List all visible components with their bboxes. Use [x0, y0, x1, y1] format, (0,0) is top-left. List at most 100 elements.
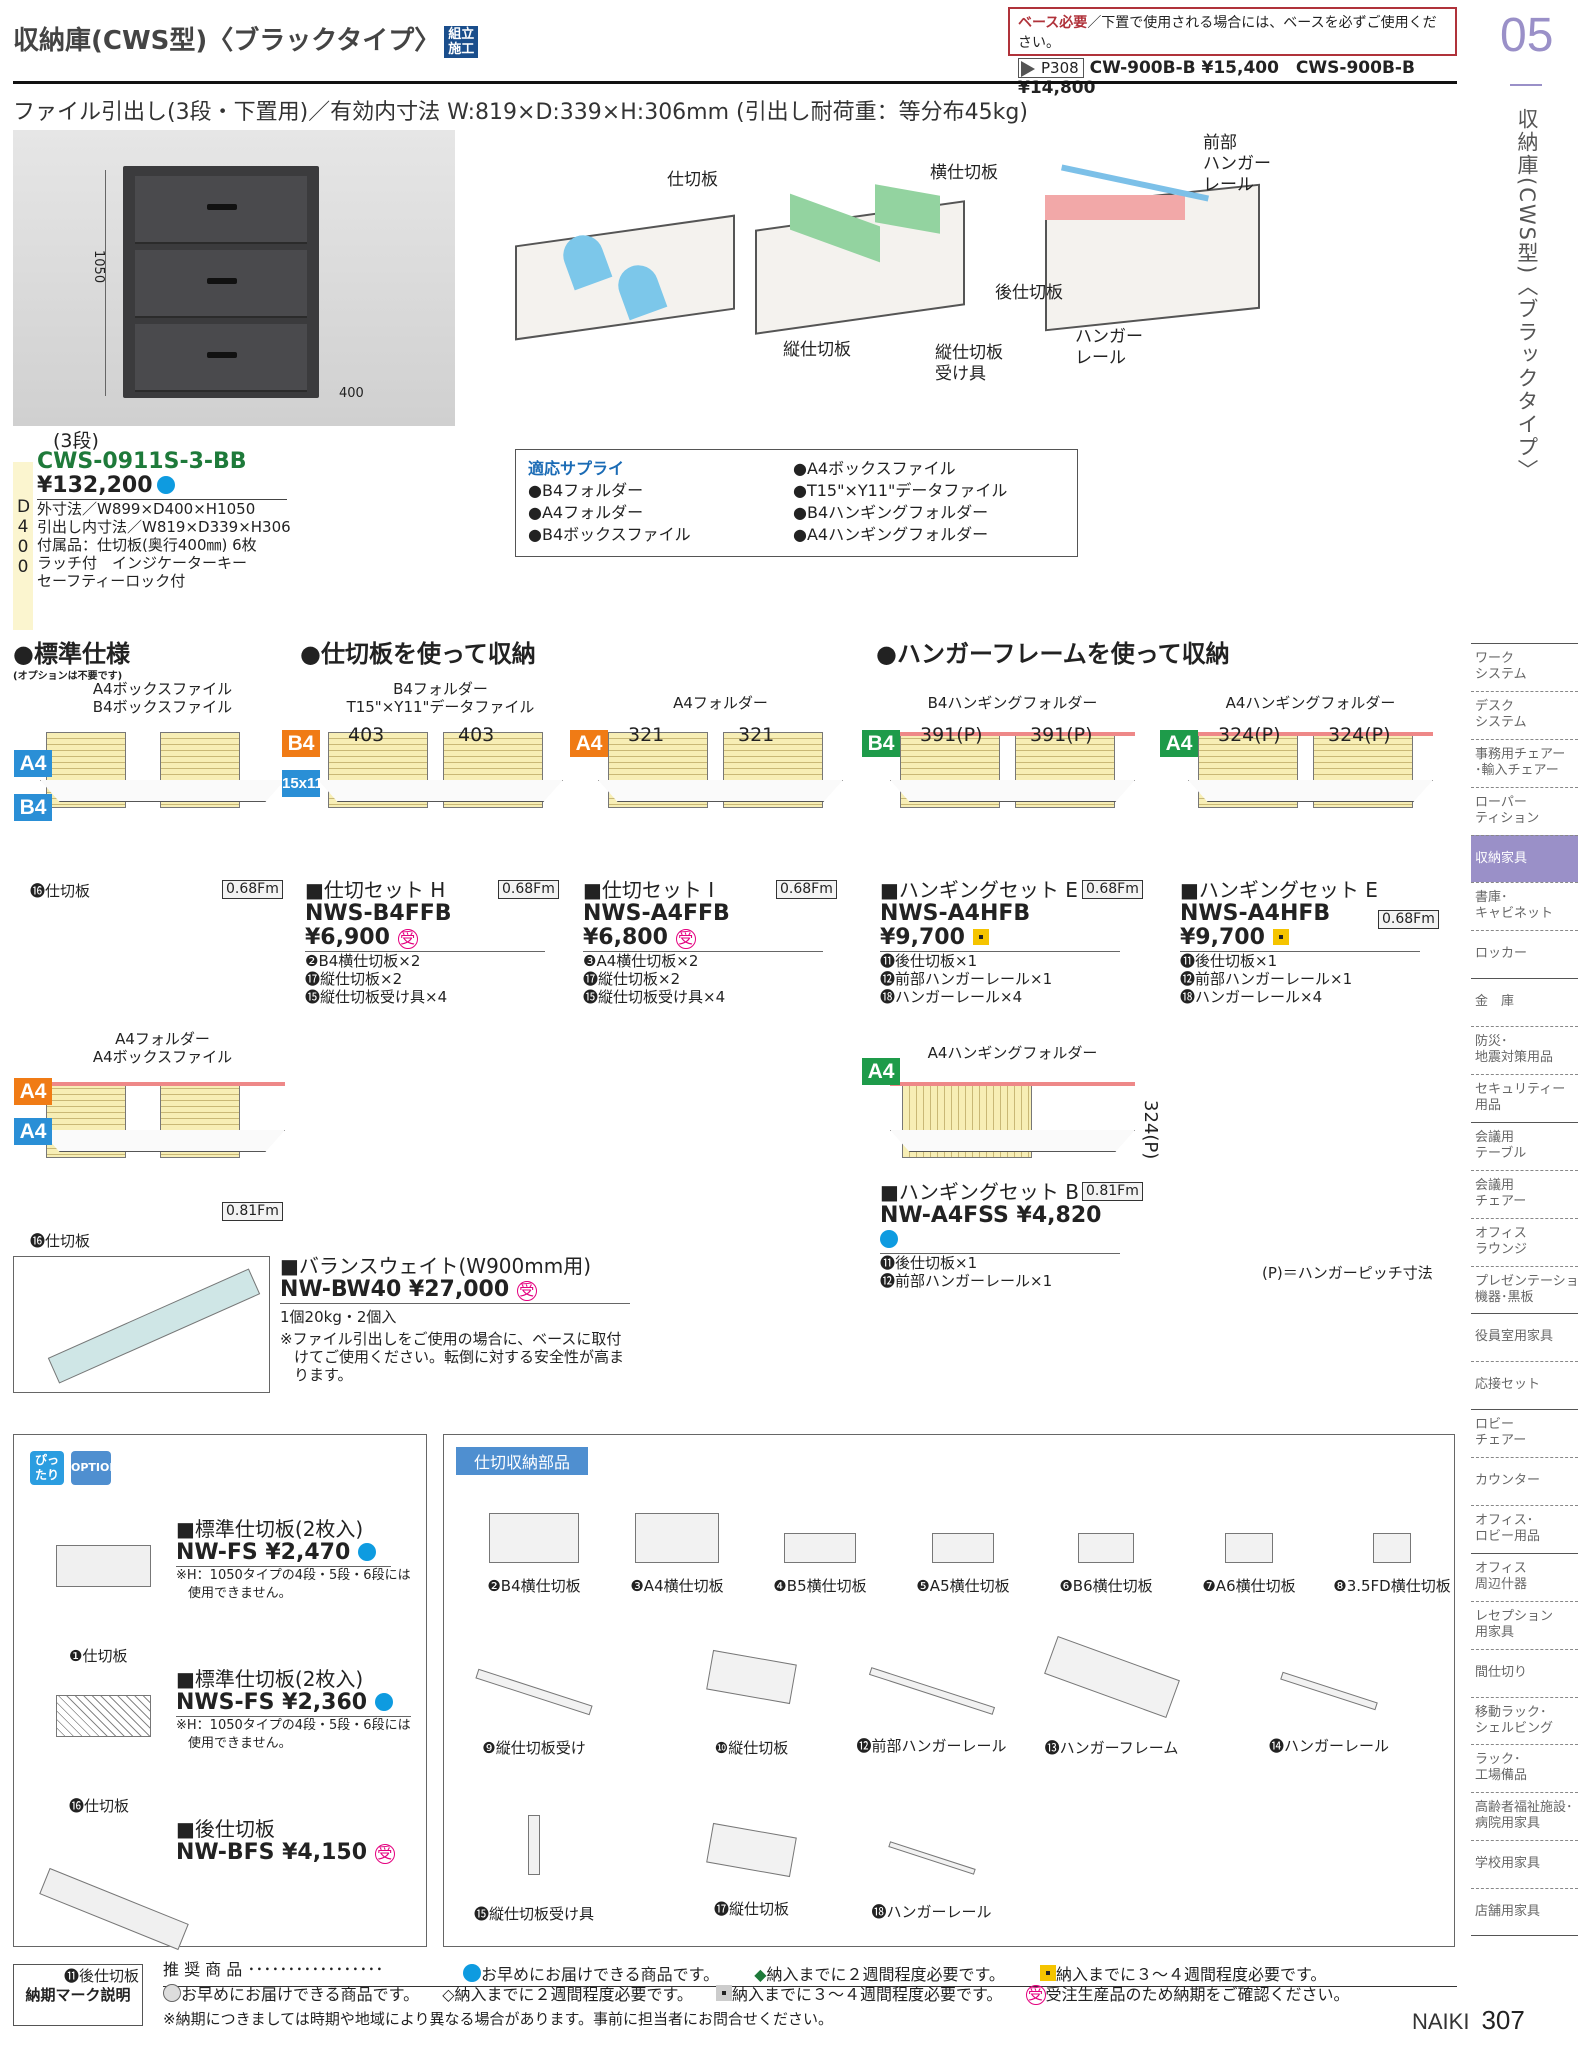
width-dim: 324(P) — [1328, 724, 1391, 746]
sidebar-item[interactable]: 役員室用家具 — [1471, 1313, 1578, 1361]
sidebar-item[interactable]: 応接セット — [1471, 1361, 1578, 1409]
part-image — [706, 1822, 797, 1878]
blue-delivery-mark-icon — [880, 1230, 898, 1248]
hanger-rail — [890, 732, 1135, 736]
sidebar-item[interactable]: ロビー チェアー — [1471, 1409, 1578, 1457]
drawer-front — [890, 780, 1135, 802]
cabinet-image — [123, 166, 319, 398]
part-image — [528, 1815, 540, 1875]
option-caption: ❶仕切板 — [69, 1647, 128, 1665]
title-text: 収納庫(CWS型)〈ブラックタイプ〉 — [13, 26, 441, 56]
sidebar-item[interactable]: ラック･ 工場備品 — [1471, 1744, 1578, 1792]
floor-area-badge: 0.68Fm — [1082, 880, 1143, 899]
part-label: ⓲ハンガーレール — [871, 1903, 992, 1921]
option-name: ■後仕切板 — [176, 1817, 275, 1841]
set-price: ¥9,700 — [1180, 925, 1265, 950]
set-code: NW-A4FSS ¥4,820 — [880, 1203, 1102, 1228]
sidebar-item[interactable]: オフィス ラウンジ — [1471, 1217, 1578, 1266]
drawer-1 — [135, 176, 307, 244]
option-badge: OPTION — [71, 1451, 119, 1485]
base-required-notice: ベース必要／下置で使用される場合には、ベースを必ずご使用ください。 P308 C… — [1008, 7, 1457, 98]
sidebar-item[interactable]: 会議用 テーブル — [1471, 1121, 1578, 1170]
sidebar-item[interactable]: 金 庫 — [1471, 978, 1578, 1026]
gray-square-icon — [716, 1985, 732, 2001]
set-item: ⓬前部ハンガーレール×1 — [880, 970, 1053, 988]
legend-note: ※納期につきましては時期や地域により異なる場合があります。事前に担当者にお問合せ… — [163, 2010, 834, 2028]
category-sidebar: ワーク システムデスク システム事務用チェアー ･輸入チェアーローパー ティショ… — [1471, 643, 1578, 1937]
legend-item: 納入までに２週間程度必要です。 — [766, 1965, 1005, 1984]
tier-label: (3段) — [53, 430, 99, 452]
set-item: ⓬前部ハンガーレール×1 — [880, 1272, 1053, 1290]
drawer-label: A4ボックスファイル B4ボックスファイル — [92, 680, 233, 716]
sidebar-item[interactable]: レセプション 用家具 — [1471, 1600, 1578, 1649]
sidebar-item[interactable]: 会議用 チェアー — [1471, 1169, 1578, 1218]
sidebar-item[interactable]: ロッカー — [1471, 930, 1578, 978]
sidebar-item[interactable]: 事務用チェアー ･輸入チェアー — [1471, 738, 1578, 787]
set-item: ⓫後仕切板×1 — [1180, 952, 1278, 970]
sidebar-item[interactable]: デスク システム — [1471, 690, 1578, 739]
set-code: NWS-B4FFB — [305, 901, 452, 926]
option-price-row: NW-BFS ¥4,150 受 — [176, 1841, 406, 1866]
sidebar-item[interactable]: セキュリティー 用品 — [1471, 1074, 1578, 1122]
option-price-row: NWS-FS ¥2,360 — [176, 1691, 411, 1717]
made-to-order-mark-icon: 受 — [397, 929, 418, 949]
part-item: ❹B5横仕切板 — [745, 1513, 895, 1596]
sidebar-item[interactable]: 学校用家具 — [1471, 1840, 1578, 1888]
sidebar-item[interactable]: 移動ラック･ シェルビング — [1471, 1696, 1578, 1745]
sidebar-item[interactable]: プレゼンテーション 機器･黒板 — [1471, 1265, 1578, 1314]
drawer-illustrations: 仕切板 横仕切板 前部 ハンガー レール 後仕切板 縦仕切板 縦仕切板 受け具 … — [515, 130, 1271, 391]
width-dim: 321 — [738, 724, 775, 746]
part-label: ❽3.5FD横仕切板 — [1333, 1577, 1451, 1595]
made-to-order-mark-icon: 受 — [374, 1844, 395, 1864]
product-code: CWS-0911S-3-BB — [37, 449, 247, 474]
sidebar-item[interactable]: ローパー ティション — [1471, 786, 1578, 835]
sidebar-item[interactable]: 防災･ 地震対策用品 — [1471, 1026, 1578, 1074]
drawer-front — [1188, 780, 1433, 802]
depth-dim: 400 — [339, 386, 364, 401]
sidebar-item[interactable]: オフィス 周辺什器 — [1471, 1552, 1578, 1601]
made-to-order-icon: 受 — [1025, 1985, 1046, 2005]
option-name: ■標準仕切板(2枚入) — [176, 1667, 364, 1691]
option-name: ■標準仕切板(2枚入) — [176, 1517, 364, 1541]
part-item: ❾縦仕切板受け — [459, 1657, 609, 1758]
sidebar-item[interactable]: オフィス･ ロビー用品 — [1471, 1505, 1578, 1553]
sidebar-item[interactable]: 高齢者福祉施設･ 病院用家具 — [1471, 1792, 1578, 1840]
sidebar-item[interactable]: 間仕切り — [1471, 1648, 1578, 1697]
section-hanger-storage: ●ハンガーフレームを使って収納 — [876, 640, 1230, 668]
sidebar-item[interactable]: 収納家具 — [1471, 834, 1578, 883]
depth-tag-text: D400 — [17, 497, 31, 577]
set-item: ⓲ハンガーレール×4 — [880, 988, 1023, 1006]
set-item: ⓫後仕切板×1 — [880, 952, 978, 970]
legend-recommended: 推 奨 商 品 ･････････････････ — [163, 1960, 384, 1979]
chapter-title: 収納庫(CWS型)〈ブラックタイプ〉 — [1515, 108, 1539, 483]
option-code: NW-FS ¥2,470 — [176, 1540, 351, 1565]
supply-item: ●A4フォルダー — [528, 503, 644, 522]
sidebar-item[interactable]: 店舗用家具 — [1471, 1888, 1578, 1937]
option-caption: ⓰仕切板 — [69, 1797, 130, 1815]
sidebar-item[interactable]: 書庫･ キャビネット — [1471, 882, 1578, 930]
part-image — [489, 1513, 579, 1563]
hanger-rail — [40, 1082, 285, 1086]
spec-line: 外寸法／W899×D400×H1050 — [37, 500, 256, 518]
sidebar-item[interactable]: カウンター — [1471, 1457, 1578, 1505]
width-dim: 403 — [348, 724, 385, 746]
spec-line: 引出し内寸法／W819×D339×H306 — [37, 518, 291, 536]
sidebar-item[interactable]: ワーク システム — [1471, 643, 1578, 691]
set-item: ⓯縦仕切板受け具×4 — [583, 988, 726, 1006]
page-ref-link[interactable]: P308 — [1018, 58, 1084, 78]
size-badge: B4 — [14, 794, 52, 821]
part-image — [868, 1667, 995, 1715]
set-item: ⓫後仕切板×1 — [880, 1254, 978, 1272]
part-image — [706, 1649, 797, 1705]
width-dim: 391(P) — [1030, 724, 1093, 746]
spec-line: 付属品：仕切板(奥行400㎜) 6枚 — [37, 536, 257, 554]
spec-line: ラッチ付 インジケーターキー — [37, 554, 248, 572]
part-label: ⓬前部ハンガーレール — [856, 1737, 1007, 1755]
blue-circle-icon — [463, 1964, 481, 1982]
part-label: ❿縦仕切板 — [714, 1739, 789, 1757]
brand: NAIKI — [1412, 2009, 1470, 2034]
depth-tag: D400 — [13, 462, 33, 630]
